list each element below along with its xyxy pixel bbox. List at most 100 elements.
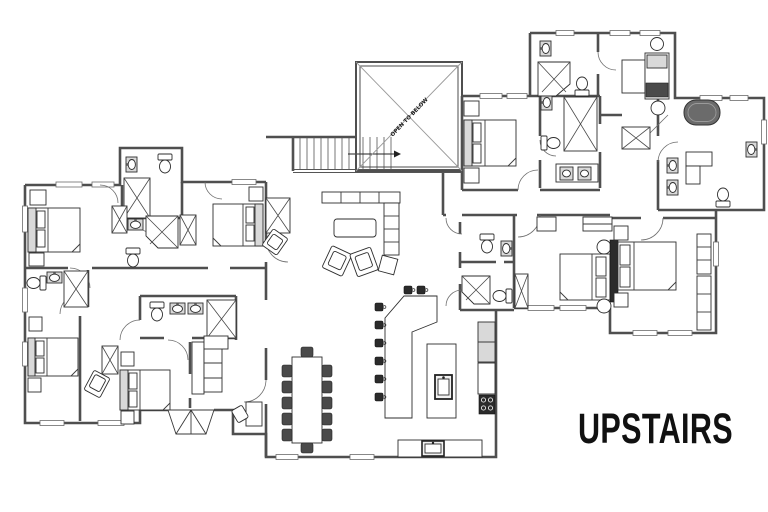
toilet-icon (574, 76, 590, 97)
sofa-icon (191, 335, 229, 395)
windows (22, 30, 767, 460)
sink-icon (745, 141, 758, 158)
shower-icon (563, 96, 598, 152)
range-icon (478, 394, 496, 415)
open-to-below-area: OPEN TO BELOW (355, 61, 463, 172)
nightstand-icon (613, 225, 629, 241)
sink-icon (540, 94, 553, 111)
island-sink-icon (434, 374, 453, 400)
kitchen-sink-icon (421, 440, 445, 457)
corner-shower-icon (461, 275, 491, 305)
bedroom-top-right (621, 37, 670, 150)
bed-icon (463, 119, 517, 167)
bed-icon (212, 203, 264, 247)
closet-shelf (536, 216, 557, 232)
toilet-icon (540, 135, 561, 151)
round-nightstand-icon (596, 298, 612, 314)
bedroom-2 (179, 186, 291, 247)
desk-icon (245, 401, 263, 427)
bathroom-top-right (537, 40, 590, 97)
round-nightstand-icon (650, 100, 666, 116)
sofa-icon (321, 191, 401, 256)
closet-icon (206, 299, 237, 339)
loft-living-area (262, 191, 401, 277)
bathroom-hall (540, 94, 599, 183)
round-nightstand-icon (650, 37, 664, 51)
sink-icon (539, 40, 552, 57)
sink-icon (666, 179, 679, 196)
bar-counter (384, 295, 438, 419)
sink-icon (46, 271, 63, 284)
bed-icon (559, 253, 611, 301)
nightstand-icon (120, 351, 135, 367)
dining-area (281, 346, 333, 454)
bed-icon (119, 369, 171, 411)
vanity-counter (685, 151, 713, 167)
sink-icon (500, 240, 513, 257)
kitchen (374, 285, 496, 458)
bathtub-icon (683, 99, 721, 126)
dining-table-icon (291, 356, 323, 444)
bathroom-tub (666, 99, 758, 208)
sink-icon (187, 302, 204, 315)
toilet-icon (715, 187, 731, 208)
nightstand-icon (120, 410, 135, 425)
closet-icon (265, 197, 291, 234)
corner-shower-icon (145, 215, 179, 249)
side-table-icon (377, 254, 399, 276)
armchair-icon (322, 245, 352, 277)
armchair-icon (349, 247, 379, 277)
nightstand-icon (463, 167, 480, 184)
bench-icon (621, 59, 646, 94)
bed-icon (27, 207, 81, 253)
shower-icon (123, 177, 151, 219)
sink-icon (127, 218, 144, 231)
nightstand-icon (613, 292, 629, 308)
closet-icon (63, 270, 89, 308)
nightstand-icon (27, 377, 42, 393)
bedroom-6 (463, 100, 517, 184)
nightstand-icon (29, 189, 47, 206)
sitting-room (191, 335, 263, 427)
accent-chair-icon (262, 228, 288, 256)
bedroom-5 (536, 216, 613, 314)
vanity-counter (685, 165, 701, 185)
floor-title: UPSTAIRS (578, 405, 733, 453)
corner-shower-icon (537, 61, 571, 97)
bed-icon (644, 52, 670, 100)
toilet-icon (492, 288, 513, 304)
master-bedroom (609, 225, 712, 331)
toilet-icon (149, 301, 165, 322)
double-vanity-icon (555, 163, 599, 183)
closet-icon (514, 273, 529, 309)
nightstand-icon (28, 252, 45, 267)
sink-icon (666, 157, 679, 174)
bedroom-3 (27, 316, 79, 393)
bed-icon (27, 337, 79, 377)
bathroom-center-left (149, 299, 237, 339)
armchair-icon (84, 370, 110, 398)
closet-icon (179, 214, 197, 246)
stairs-icon (292, 137, 462, 173)
closet-icon (101, 345, 119, 375)
bedroom-1 (27, 189, 81, 267)
bay-window-icon (167, 409, 215, 435)
desk-chair-icon (231, 405, 249, 423)
coffee-table-icon (333, 218, 377, 238)
bathroom-left (26, 270, 89, 308)
toilet-icon (157, 153, 173, 174)
closet-icon (111, 205, 128, 234)
nightstand-icon (463, 100, 480, 117)
toilet-icon (26, 275, 47, 291)
dining-chairs (281, 346, 333, 454)
sink-icon (125, 156, 138, 173)
kitchen-counter (477, 362, 496, 395)
round-nightstand-icon (596, 239, 612, 255)
bathroom-top (111, 153, 179, 268)
bathroom-center (461, 233, 529, 309)
sink-icon (169, 302, 186, 315)
dresser-icon (696, 233, 712, 331)
closet-icon (621, 126, 651, 150)
